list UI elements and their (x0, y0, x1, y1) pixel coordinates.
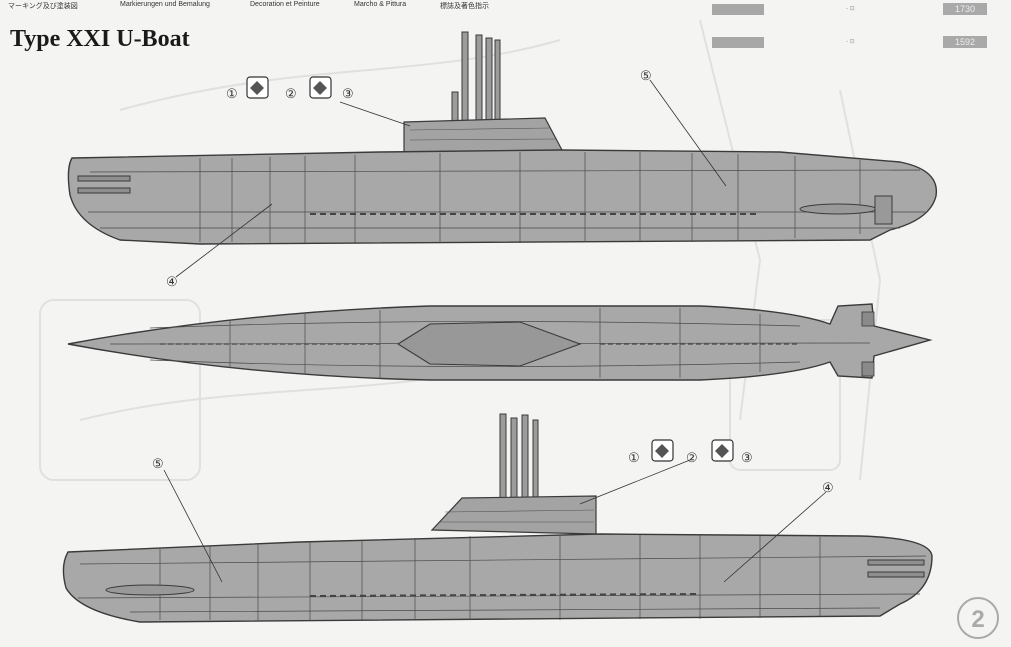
callout-4-bottom: ④ (822, 480, 834, 495)
conning-tower-plan (396, 321, 582, 367)
callout-1-bottom: ① (628, 450, 640, 465)
header-label-italian: Marcho & Pittura (354, 1, 407, 8)
header-label-german: Markierungen und Bemalung (120, 1, 210, 8)
header-label-french: Decoration et Peinture (250, 1, 320, 8)
conning-tower-top (403, 117, 563, 153)
color-code-1592: 1592 (943, 36, 987, 48)
callout-leader-lines (163, 79, 827, 583)
stern-rudder-top (799, 195, 893, 225)
conning-tower-bottom (430, 495, 597, 535)
decal-emblem-icons (250, 81, 729, 458)
callout-5-top: ⑤ (640, 68, 652, 83)
callout-3-bottom: ③ (741, 450, 753, 465)
side-view-starboard (67, 31, 938, 245)
periscope-masts-bottom (499, 413, 539, 501)
hull-side-bottom (62, 533, 933, 623)
plan-view-deck (67, 303, 933, 381)
header-label-japanese: マーキング及び塗装図 (8, 3, 78, 10)
color-swatch-1 (712, 4, 764, 15)
periscope-masts-top (451, 31, 501, 123)
bow-torpedo-tubes-bottom (867, 559, 925, 578)
callout-2-top: ② (285, 86, 297, 101)
color-swatch-2 (712, 37, 764, 48)
instruction-header: マーキング及び塗装図 Markierungen und Bemalung Dec… (0, 0, 1011, 14)
bow-torpedo-tubes-top (77, 175, 131, 194)
callout-4-top: ④ (166, 274, 178, 289)
hull-panel-lines-top (88, 152, 925, 243)
page-number-badge: 2 (957, 597, 999, 639)
callout-2-bottom: ② (686, 450, 698, 465)
side-view-port (62, 413, 933, 623)
background-ghost-lines (39, 19, 882, 481)
mini-swatch-1: - ⊡ (846, 6, 855, 12)
callout-1-top: ① (226, 86, 238, 101)
page-title: Type XXI U-Boat (10, 26, 190, 52)
page-number: 2 (971, 606, 984, 633)
mini-swatch-2: - ⊡ (846, 39, 855, 45)
header-label-chinese: 標誌及著色指示 (440, 3, 489, 10)
stern-rudder-bottom (105, 584, 195, 596)
hull-side-top (67, 149, 938, 245)
callout-5-bottom: ⑤ (152, 456, 164, 471)
callout-3-top: ③ (342, 86, 354, 101)
color-code-1730: 1730 (943, 3, 987, 15)
